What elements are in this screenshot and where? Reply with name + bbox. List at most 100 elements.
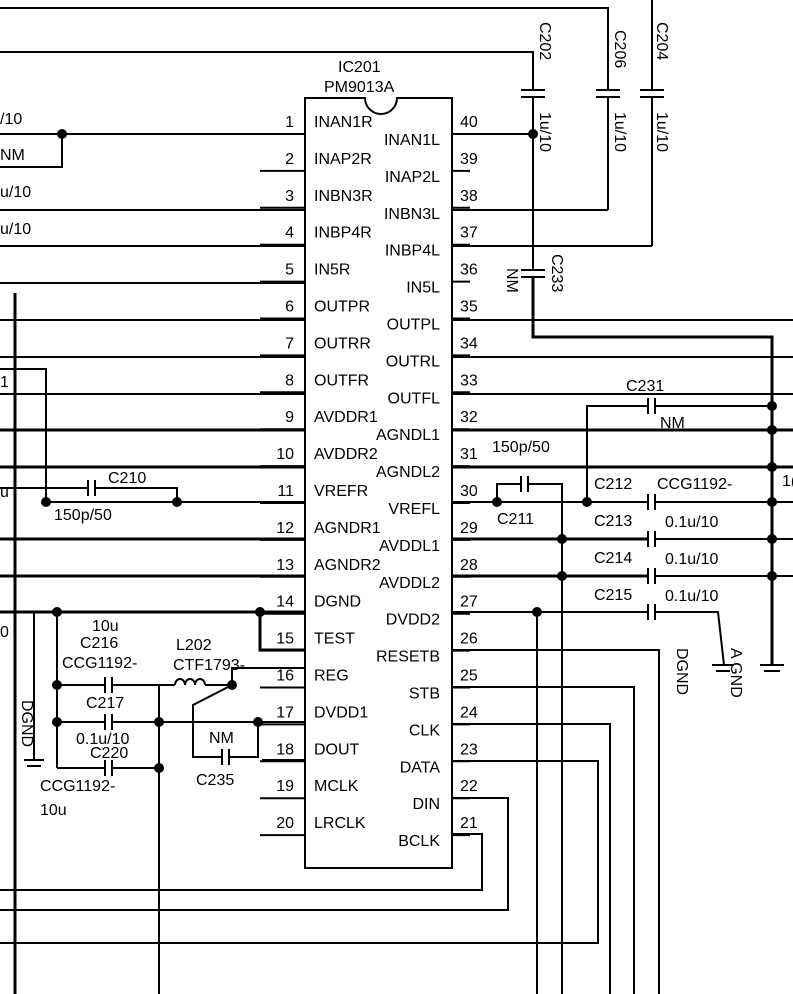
pin-name: REG — [314, 668, 349, 685]
c220-value: 10u — [40, 802, 67, 819]
ic-part: PM9013A — [324, 79, 395, 96]
pin-name: IN5R — [314, 262, 350, 279]
pin-number: 11 — [277, 483, 294, 500]
pin-number: 40 — [460, 114, 478, 131]
pin-number: 16 — [276, 668, 294, 685]
pin-number: 25 — [460, 668, 478, 685]
pin-name: INAN1R — [314, 114, 373, 131]
c235-value: NM — [209, 730, 234, 747]
pin-name: AVDDR1 — [314, 409, 378, 426]
pin-number: 27 — [460, 594, 478, 611]
pin-number: 31 — [460, 446, 478, 463]
pin-name: STB — [409, 686, 440, 703]
pin-number: 15 — [276, 631, 294, 648]
pin-number: 7 — [285, 335, 294, 352]
pin-name: AGNDL2 — [376, 464, 440, 481]
pin-name: AGNDL1 — [376, 427, 440, 444]
pin-name: TEST — [314, 631, 355, 648]
pin-number: 17 — [276, 704, 294, 721]
pin-name: INBP4R — [314, 225, 372, 242]
ic-body — [304, 97, 453, 869]
left-edge-label-3: u/10 — [0, 184, 31, 201]
left-edge-label-7: 0 — [0, 624, 9, 641]
pin-name: AVDDL1 — [379, 538, 440, 555]
pin-name: OUTRL — [386, 353, 440, 370]
c220-part: CCG1192- — [40, 778, 115, 795]
pin-name: OUTPL — [387, 317, 440, 334]
c204-ref: C204 — [653, 22, 670, 60]
pin-number: 26 — [460, 631, 478, 648]
pin-name: INBN3L — [384, 206, 440, 223]
ic-pin-left: 7 OUTRR — [260, 335, 371, 357]
c215-value: 0.1u/10 — [665, 588, 718, 605]
c202-value: 1u/10 — [536, 112, 553, 152]
pin-name: OUTFL — [388, 390, 441, 407]
pin-number: 28 — [460, 557, 478, 574]
c211-ref: C211 — [497, 511, 534, 528]
pin-number: 22 — [460, 778, 478, 795]
pin-number: 24 — [460, 704, 478, 721]
left-labels: /10 NM u/10 u/10 1 u 0 C210 150p/50 10u … — [0, 111, 245, 819]
c210-ref: C210 — [108, 470, 146, 487]
pin-number: 35 — [460, 299, 478, 316]
c214-value: 0.1u/10 — [665, 551, 718, 568]
left-edge-label-2: NM — [0, 147, 25, 164]
pin-name: LRCLK — [314, 815, 366, 832]
pin-name: INBP4L — [385, 243, 440, 260]
pin-name: CLK — [409, 722, 440, 739]
left-edge-label-1: /10 — [0, 111, 22, 128]
pin-name: INBN3R — [314, 188, 373, 205]
pin-name: DIN — [412, 796, 440, 813]
left-edge-label-6: u — [0, 484, 9, 501]
pin-number: 18 — [276, 741, 294, 758]
pin-number: 4 — [285, 225, 294, 242]
dgnd-right-label: DGND — [673, 648, 690, 695]
pin-name: BCLK — [398, 833, 440, 850]
pin-name: AGNDR2 — [314, 557, 381, 574]
c216-value: 10u — [92, 618, 119, 635]
pin-name: OUTPR — [314, 299, 370, 316]
pin-number: 38 — [460, 188, 478, 205]
c213-ref: C213 — [594, 513, 632, 530]
left-edge-label-5: 1 — [0, 374, 9, 391]
pin-number: 2 — [285, 151, 294, 168]
pin-number: 1 — [285, 114, 294, 131]
pin-number: 32 — [460, 409, 478, 426]
pin-number: 12 — [276, 520, 294, 537]
pin-number: 33 — [460, 372, 478, 389]
pin-number: 10 — [276, 446, 294, 463]
c214-ref: C214 — [594, 550, 632, 567]
pin-name: IN5L — [406, 280, 440, 297]
pin-number: 9 — [285, 409, 294, 426]
l202-ref: L202 — [176, 637, 212, 654]
pin-name: INAN1L — [384, 132, 440, 149]
left-dots — [41, 129, 265, 773]
pin-number: 20 — [276, 815, 294, 832]
pin-name: OUTRR — [314, 335, 371, 352]
pin-number: 21 — [460, 815, 478, 832]
pin-number: 8 — [285, 372, 294, 389]
c202-ref: C202 — [536, 22, 553, 60]
pin-number: 5 — [285, 262, 294, 279]
ic-pin-left: 20 LRCLK — [260, 815, 366, 837]
l202-part: CTF1793- — [173, 657, 245, 674]
ic-right-pins: 40INAN1L39INAP2L38INBN3L37INBP4L36IN5L35… — [376, 114, 478, 850]
